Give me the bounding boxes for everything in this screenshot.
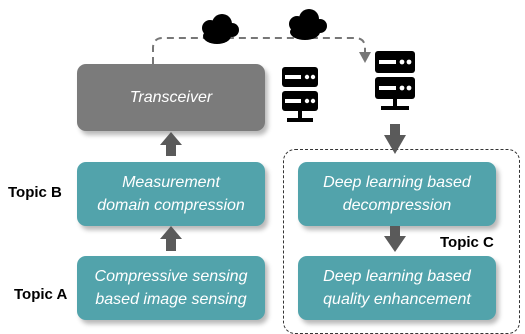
server-icon [282,67,318,122]
arrow-up-icon [160,132,182,156]
topic-a-label: Topic A [14,286,68,303]
wireless-link-dashed-path [152,37,366,64]
wireless-link-arrowhead [359,52,371,63]
topic-b-label: Topic B [8,184,62,201]
arrow-down-icon [384,226,406,252]
quality-enhancement-block: Deep learning based quality enhancement [298,256,496,320]
server-icon [375,51,415,110]
measurement-label-line2: domain compression [97,197,245,214]
deep-decompression-block: Deep learning based decompression [298,162,496,226]
arrow-down-icon [384,124,406,154]
measurement-label-line1: Measurement [122,174,220,191]
enhancement-label-line1: Deep learning based [323,268,471,285]
arrow-up-icon [160,226,182,251]
enhancement-label-line2: quality enhancement [323,291,471,308]
compressive-sensing-block: Compressive sensing based image sensing [77,256,265,320]
decompression-label-line2: decompression [342,197,452,214]
measurement-compression-block: Measurement domain compression [77,162,265,226]
sensing-label-line1: Compressive sensing [94,268,248,285]
cloud-icon [289,9,327,40]
transceiver-block: Transceiver [77,64,265,131]
decompression-label-line1: Deep learning based [323,174,471,191]
topic-c-label: Topic C [440,234,494,251]
sensing-label-line2: based image sensing [95,291,247,308]
transceiver-label: Transceiver [129,89,213,106]
cloud-icon [202,14,239,44]
